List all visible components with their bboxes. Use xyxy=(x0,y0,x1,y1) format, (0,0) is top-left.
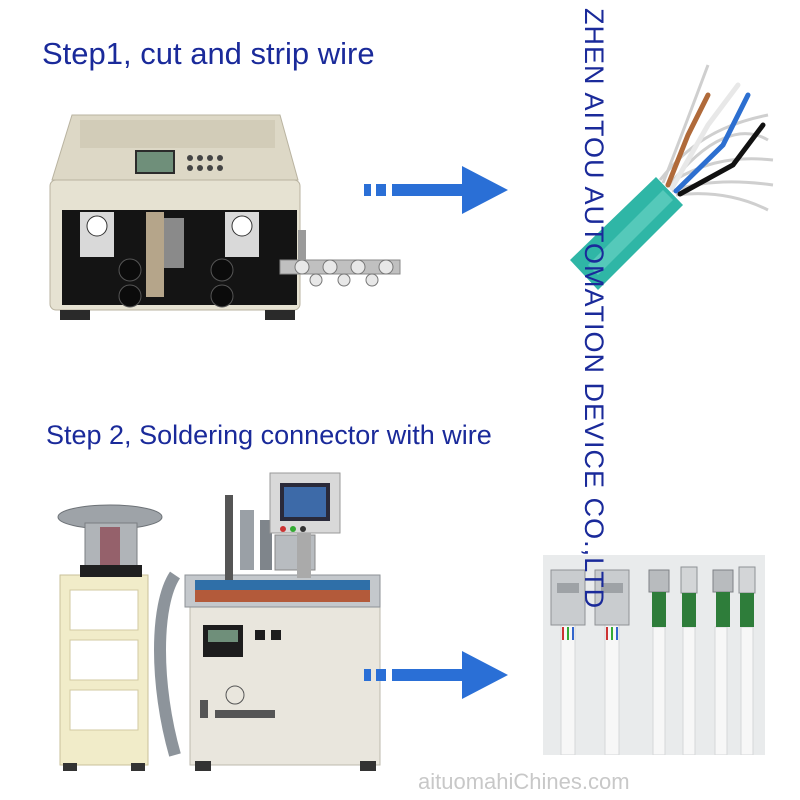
step2-title: Step 2, Soldering connector with wire xyxy=(46,420,492,450)
step1-title: Step1, cut and strip wire xyxy=(42,36,375,71)
usb-connectors-image xyxy=(543,555,765,755)
right-arrow-icon xyxy=(364,651,508,699)
stripped-wire-image xyxy=(570,64,774,290)
company-watermark: ZHEN AITOU AUTOMATION DEVICE CO.,LTD xyxy=(579,8,609,610)
footer-watermark: aituomahiChines.com xyxy=(418,769,630,794)
right-arrow-icon xyxy=(364,166,508,214)
wire-stripping-machine-image xyxy=(49,114,401,320)
usb-soldering-machine-image xyxy=(57,472,381,771)
